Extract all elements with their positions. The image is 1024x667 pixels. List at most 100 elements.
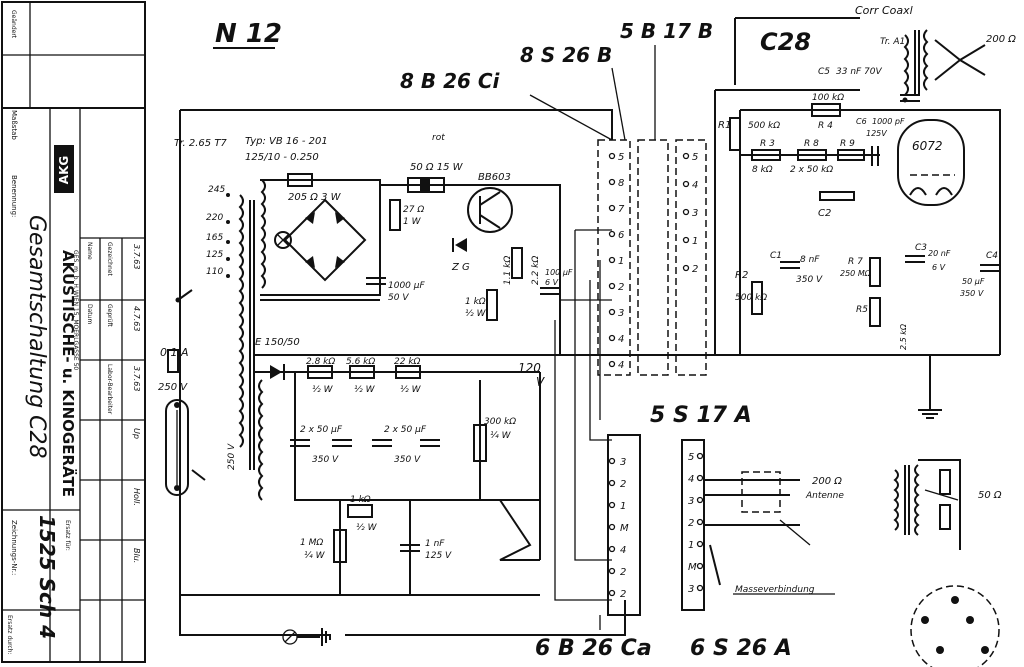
capacitor-100: 100 µF 6 V xyxy=(540,268,573,295)
date-entry: 3.7.63 xyxy=(132,366,141,391)
svg-text:2 x 50 µF: 2 x 50 µF xyxy=(300,425,343,435)
connector-pin xyxy=(608,479,616,487)
svg-text:C2: C2 xyxy=(818,208,831,219)
pin-number: 3 xyxy=(688,584,694,595)
tap-110: 110 xyxy=(206,267,223,277)
firm-address: WIEN 15, MOERLGASSE 50 xyxy=(72,290,79,370)
drawing-title: Gesamtschaltung C28 xyxy=(24,215,49,459)
connector-pin xyxy=(608,589,616,597)
label-masstab: Maßstab xyxy=(10,110,18,140)
svg-text:C5: C5 xyxy=(818,67,830,77)
capacitor-1nf: 1 nF 125 V xyxy=(400,539,452,561)
connector-pin xyxy=(696,452,704,460)
svg-text:50 µF: 50 µF xyxy=(962,277,985,286)
svg-text:8 kΩ: 8 kΩ xyxy=(752,165,773,175)
header-geprueft: Geprüft xyxy=(106,304,113,327)
label-ersatz-durch: Ersatz durch: xyxy=(6,615,13,655)
svg-text:300 kΩ: 300 kΩ xyxy=(484,417,516,427)
pin-number: 5 xyxy=(618,152,624,163)
output-transformer: 50 Ω xyxy=(893,459,1002,550)
connector-pin xyxy=(696,518,704,526)
svg-text:½ W: ½ W xyxy=(312,385,334,395)
pin-number: 2 xyxy=(618,282,624,293)
header-datum: Datum xyxy=(86,304,93,324)
resistor-1k-b: 1 kΩ ½ W xyxy=(347,495,378,533)
connector-pin xyxy=(608,308,616,316)
resistor-11k: 1.1 kΩ xyxy=(503,247,523,285)
svg-text:350 V: 350 V xyxy=(796,275,823,285)
connector-pin xyxy=(608,152,616,160)
label-200-ohm-b: 200 Ω xyxy=(986,34,1016,45)
svg-text:2.5 kΩ: 2.5 kΩ xyxy=(899,323,908,350)
svg-text:1 W: 1 W xyxy=(403,217,422,227)
pin-number: 4 xyxy=(692,180,698,191)
connector-pin xyxy=(608,178,616,186)
svg-text:125V: 125V xyxy=(866,129,887,138)
lamp xyxy=(274,231,292,249)
svg-text:R5: R5 xyxy=(856,305,868,315)
date-entry: 3.7.63 xyxy=(132,244,141,269)
label-transformer: Tr. 2.65 T7 xyxy=(174,138,227,149)
svg-text:R 4: R 4 xyxy=(818,121,833,131)
resistor-300k: 300 kΩ ¼ W xyxy=(473,417,516,462)
connector-pin xyxy=(608,567,616,575)
svg-text:¼ W: ¼ W xyxy=(490,431,512,441)
label-masse: Masseverbindung xyxy=(735,585,815,595)
connector-pin xyxy=(608,545,616,553)
heading-6s26a: 6 S 26 A xyxy=(690,636,792,661)
mains-transformer: Tr. 2.65 T7 Typ: VB 16 - 201 125/10 - 0.… xyxy=(174,136,328,501)
connector-pin xyxy=(696,540,704,548)
bridge-rectifier xyxy=(283,198,367,282)
label-antenne: Antenne xyxy=(805,491,844,501)
connector-pin xyxy=(682,180,690,188)
pin-number: 1 xyxy=(620,501,626,512)
series-resistor-50: 50 Ω 15 W rot xyxy=(407,133,464,193)
heading-5s17a: 5 S 17 A xyxy=(650,403,752,428)
rectifier-diode-e150: E 150/50 xyxy=(255,337,300,380)
svg-text:½ W: ½ W xyxy=(400,385,422,395)
label-v: V xyxy=(536,375,545,389)
connector-pin xyxy=(608,334,616,342)
svg-text:½ W: ½ W xyxy=(354,385,376,395)
connector-pin xyxy=(608,501,616,509)
main-wiring xyxy=(179,17,1001,636)
pin-number: M xyxy=(620,523,629,534)
label-tra: Tr. A1 xyxy=(880,37,905,47)
tap-245: 245 xyxy=(208,185,225,195)
label-zeichnungs-nr: Zeichnungs-Nr.: xyxy=(10,520,18,575)
logo-text: AKG xyxy=(57,156,71,184)
header-labor: Labor-Bearbeiter xyxy=(106,364,113,415)
pin-number: 1 xyxy=(688,540,694,551)
label-geandert: Geändert xyxy=(10,10,17,39)
connector-pin xyxy=(696,584,704,592)
pin-number: 1 xyxy=(618,256,624,267)
svg-text:1 MΩ: 1 MΩ xyxy=(300,538,323,548)
svg-text:100 kΩ: 100 kΩ xyxy=(812,93,844,103)
resistor-205 xyxy=(287,173,313,187)
svg-text:R 3: R 3 xyxy=(760,139,775,149)
logo: AKG xyxy=(54,145,74,193)
connector-pin xyxy=(682,264,690,272)
svg-text:2 x 50 µF: 2 x 50 µF xyxy=(384,425,427,435)
firm-name: AKUSTISCHE- u. KINOGERÄTE xyxy=(59,250,78,497)
svg-text:R2: R2 xyxy=(735,270,748,281)
pin-number: 3 xyxy=(618,308,624,319)
svg-text:22 kΩ: 22 kΩ xyxy=(394,357,421,367)
resistor-1m: 1 MΩ ¼ W xyxy=(300,529,347,563)
svg-text:R1: R1 xyxy=(718,120,731,131)
transistor-bb603: BB603 xyxy=(467,172,513,233)
tap-220: 220 xyxy=(206,213,223,223)
svg-text:50 V: 50 V xyxy=(388,293,409,303)
name-entry: Up xyxy=(132,428,141,439)
svg-text:rot: rot xyxy=(432,133,445,143)
ground-symbol-right xyxy=(918,409,942,419)
pin-number: 5 xyxy=(688,452,694,463)
heading-6b26ca: 6 B 26 Ca xyxy=(535,636,652,661)
tap-125: 125 xyxy=(206,250,223,260)
fuse-voltage: 250 V xyxy=(158,382,188,393)
connector-pin xyxy=(696,496,704,504)
pin-number: 2 xyxy=(620,479,626,490)
pin-number: M xyxy=(688,562,697,573)
